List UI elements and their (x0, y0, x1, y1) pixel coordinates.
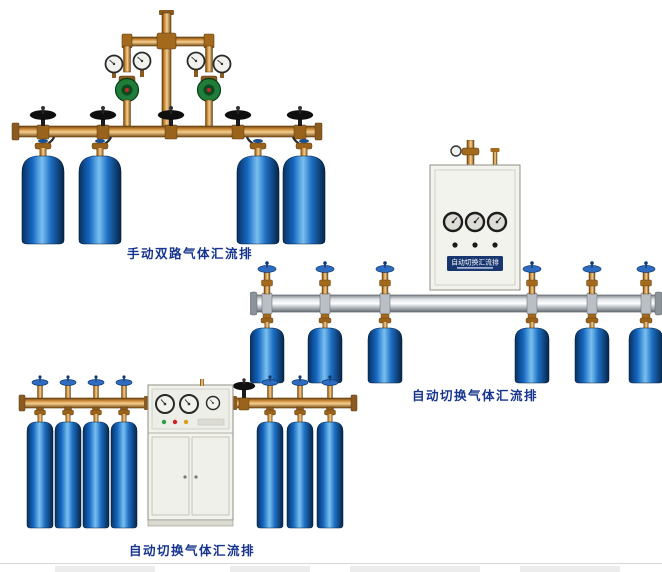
gas-regulator-left (114, 75, 140, 128)
gas-cylinder (82, 409, 110, 529)
cropped-next-row (0, 563, 662, 572)
gas-cylinder (78, 138, 122, 245)
product-manual-dual-manifold[interactable] (8, 8, 328, 248)
door-handle (183, 475, 187, 479)
gas-cylinder (574, 317, 610, 384)
indicator-light-red (172, 419, 178, 425)
auto-manifold-illustration: 自动切换汇流排 (249, 139, 662, 384)
gas-cylinder (316, 409, 344, 529)
gas-cylinder (110, 409, 138, 529)
pressure-gauge (132, 51, 152, 71)
gas-cylinder (514, 317, 550, 384)
gas-cylinder (54, 409, 82, 529)
indicator-light (452, 242, 458, 248)
pressure-gauge (205, 395, 221, 411)
cabinet-inlet-pipe (450, 139, 500, 167)
indicator-light (472, 242, 478, 248)
gas-regulator-right (196, 75, 222, 128)
indicator-light (492, 242, 498, 248)
pressure-gauge (464, 211, 486, 233)
pressure-gauge (442, 211, 464, 233)
cabinet-door-right (191, 436, 230, 516)
pressure-gauge (104, 54, 124, 74)
product-caption-manual-dual: 手动双路气体汇流排 (126, 247, 253, 261)
cabinet-label-text: 自动切换汇流排 (451, 258, 499, 267)
pressure-gauge (212, 54, 232, 74)
pressure-gauge (179, 394, 199, 414)
control-cabinet: 自动切换汇流排 (429, 164, 521, 291)
manifold-rail (249, 291, 662, 316)
product-auto-switch-floor[interactable] (18, 372, 358, 542)
gas-cylinder (21, 138, 65, 245)
gas-cylinder (367, 317, 403, 384)
pressure-gauge (450, 145, 462, 157)
indicator-light-green (161, 419, 167, 425)
control-cabinet (144, 379, 237, 527)
pressure-gauge (186, 51, 206, 71)
pressure-gauge (486, 211, 508, 233)
gas-cylinder (26, 409, 54, 529)
gas-cylinder (286, 409, 314, 529)
pressure-gauge (155, 394, 175, 414)
handwheel-valve (232, 378, 256, 411)
cabinet-door-left (151, 436, 190, 516)
manual-manifold-illustration (11, 10, 326, 245)
product-caption-auto-cabinet: 自动切换气体汇流排 (411, 389, 538, 403)
auto-manifold-floor-illustration (18, 374, 358, 529)
indicator-light-amber (183, 419, 189, 425)
product-auto-switch-cabinet[interactable]: 自动切换汇流排 (249, 139, 662, 385)
door-handle (194, 475, 198, 479)
gas-cylinder (256, 409, 284, 529)
product-caption-auto-floor: 自动切换气体汇流排 (128, 544, 255, 558)
regulator-assembly (121, 10, 215, 129)
pressure-gauges (104, 51, 232, 78)
gas-cylinder (628, 317, 662, 384)
